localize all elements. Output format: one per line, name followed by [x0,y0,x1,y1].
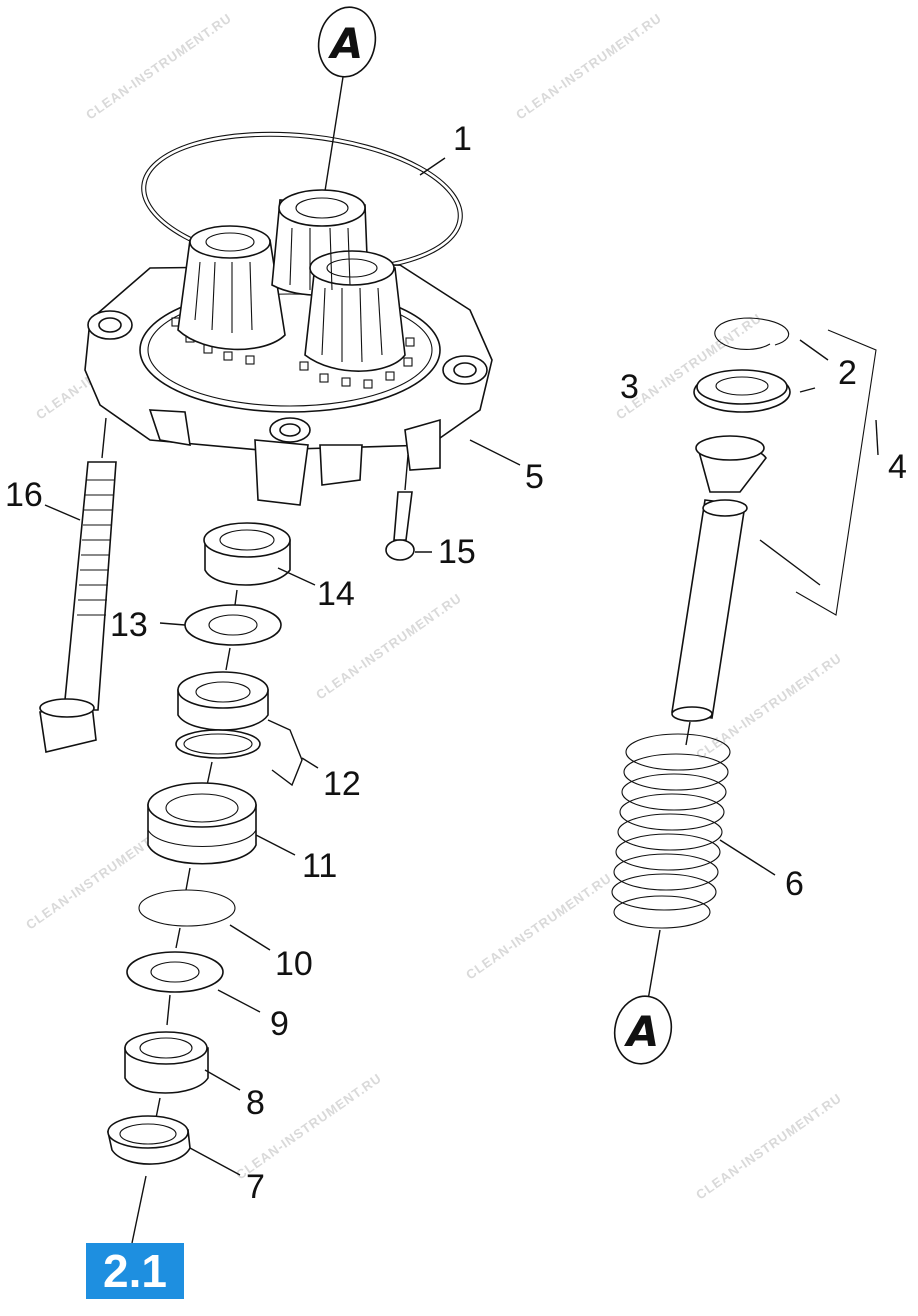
callout-13: 13 [110,606,148,644]
part-12-seal-set [175,671,269,759]
part-10-o-ring [138,889,236,927]
callout-4: 4 [888,448,907,486]
watermark: CLEAN-INSTRUMENT.RU [513,10,664,122]
callout-8: 8 [246,1084,265,1122]
callout-1: 1 [453,120,472,158]
part-16-bolt [39,417,117,753]
valve-stem [671,435,767,722]
part-14-seal [203,522,291,586]
watermark: CLEAN-INSTRUMENT.RU [693,1090,844,1202]
svg-text:A: A [624,1007,660,1056]
callout-12: 12 [323,765,361,803]
part-15-screw [385,454,415,561]
callout-15: 15 [438,533,476,571]
callout-labels: 1 2 3 4 5 6 7 8 9 10 11 12 13 14 15 16 [5,120,907,1206]
part-9-washer [126,951,224,993]
part-3-valve-seat [693,369,791,413]
part-13-washer [184,604,282,646]
part-4-valve-assembly-bracket [795,329,877,616]
connector-marker-top: A [317,6,377,211]
callout-3: 3 [620,368,639,406]
callout-6: 6 [785,865,804,903]
part-5-valve-housing [84,189,493,506]
part-2-retaining-ring [714,317,790,350]
watermark: CLEAN-INSTRUMENT.RU [83,10,234,122]
callout-16: 16 [5,476,43,514]
callout-11: 11 [302,847,337,885]
callout-10: 10 [275,945,313,983]
part-8-seal [124,1031,209,1094]
callout-7: 7 [246,1168,265,1206]
svg-text:A: A [328,19,364,68]
section-number-badge: 2.1 [86,1243,184,1299]
part-11-guide [147,782,257,865]
part-7-cap [107,1115,191,1165]
callout-5: 5 [525,458,544,496]
callout-14: 14 [317,575,355,613]
callout-2: 2 [838,354,857,392]
leader-lines [44,157,879,1176]
part-6-spring [611,733,731,929]
callout-9: 9 [270,1005,289,1043]
connector-marker-bottom: A [613,995,673,1065]
watermark: CLEAN-INSTRUMENT.RU [463,870,614,982]
